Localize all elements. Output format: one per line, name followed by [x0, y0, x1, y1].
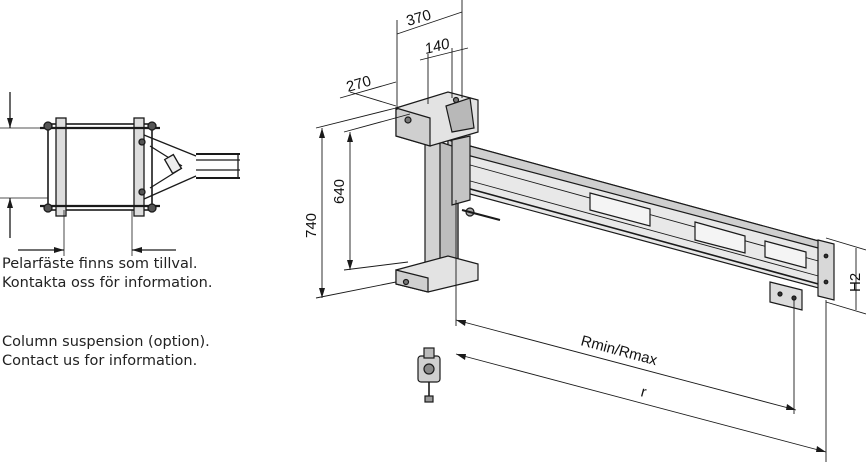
dim-rmin-rmax: Rmin/Rmax — [579, 332, 660, 369]
dim-640: 640 — [331, 179, 348, 204]
dim-140: 140 — [423, 35, 452, 58]
column-suspension-detail — [0, 92, 240, 256]
caption-swedish-line-1: Pelarfäste finns som tillval. — [2, 256, 198, 272]
hoist-unit — [417, 347, 441, 403]
dimension-lines — [315, 0, 866, 462]
beam-end-plate — [817, 239, 835, 301]
dim-370: 370 — [404, 7, 433, 30]
dim-270: 270 — [344, 73, 373, 96]
wall-crane-assembly — [395, 91, 835, 403]
caption-english-line-2: Contact us for information. — [2, 353, 198, 369]
caption-english: Column suspension (option). Contact us f… — [2, 333, 210, 371]
caption-english-line-1: Column suspension (option). — [2, 334, 210, 350]
caption-swedish-line-2: Kontakta oss för information. — [2, 275, 213, 291]
dim-r: r — [639, 383, 648, 401]
dim-740: 740 — [303, 213, 320, 238]
dim-h2: H2 — [847, 273, 864, 292]
caption-swedish: Pelarfäste finns som tillval. Kontakta o… — [2, 255, 212, 293]
